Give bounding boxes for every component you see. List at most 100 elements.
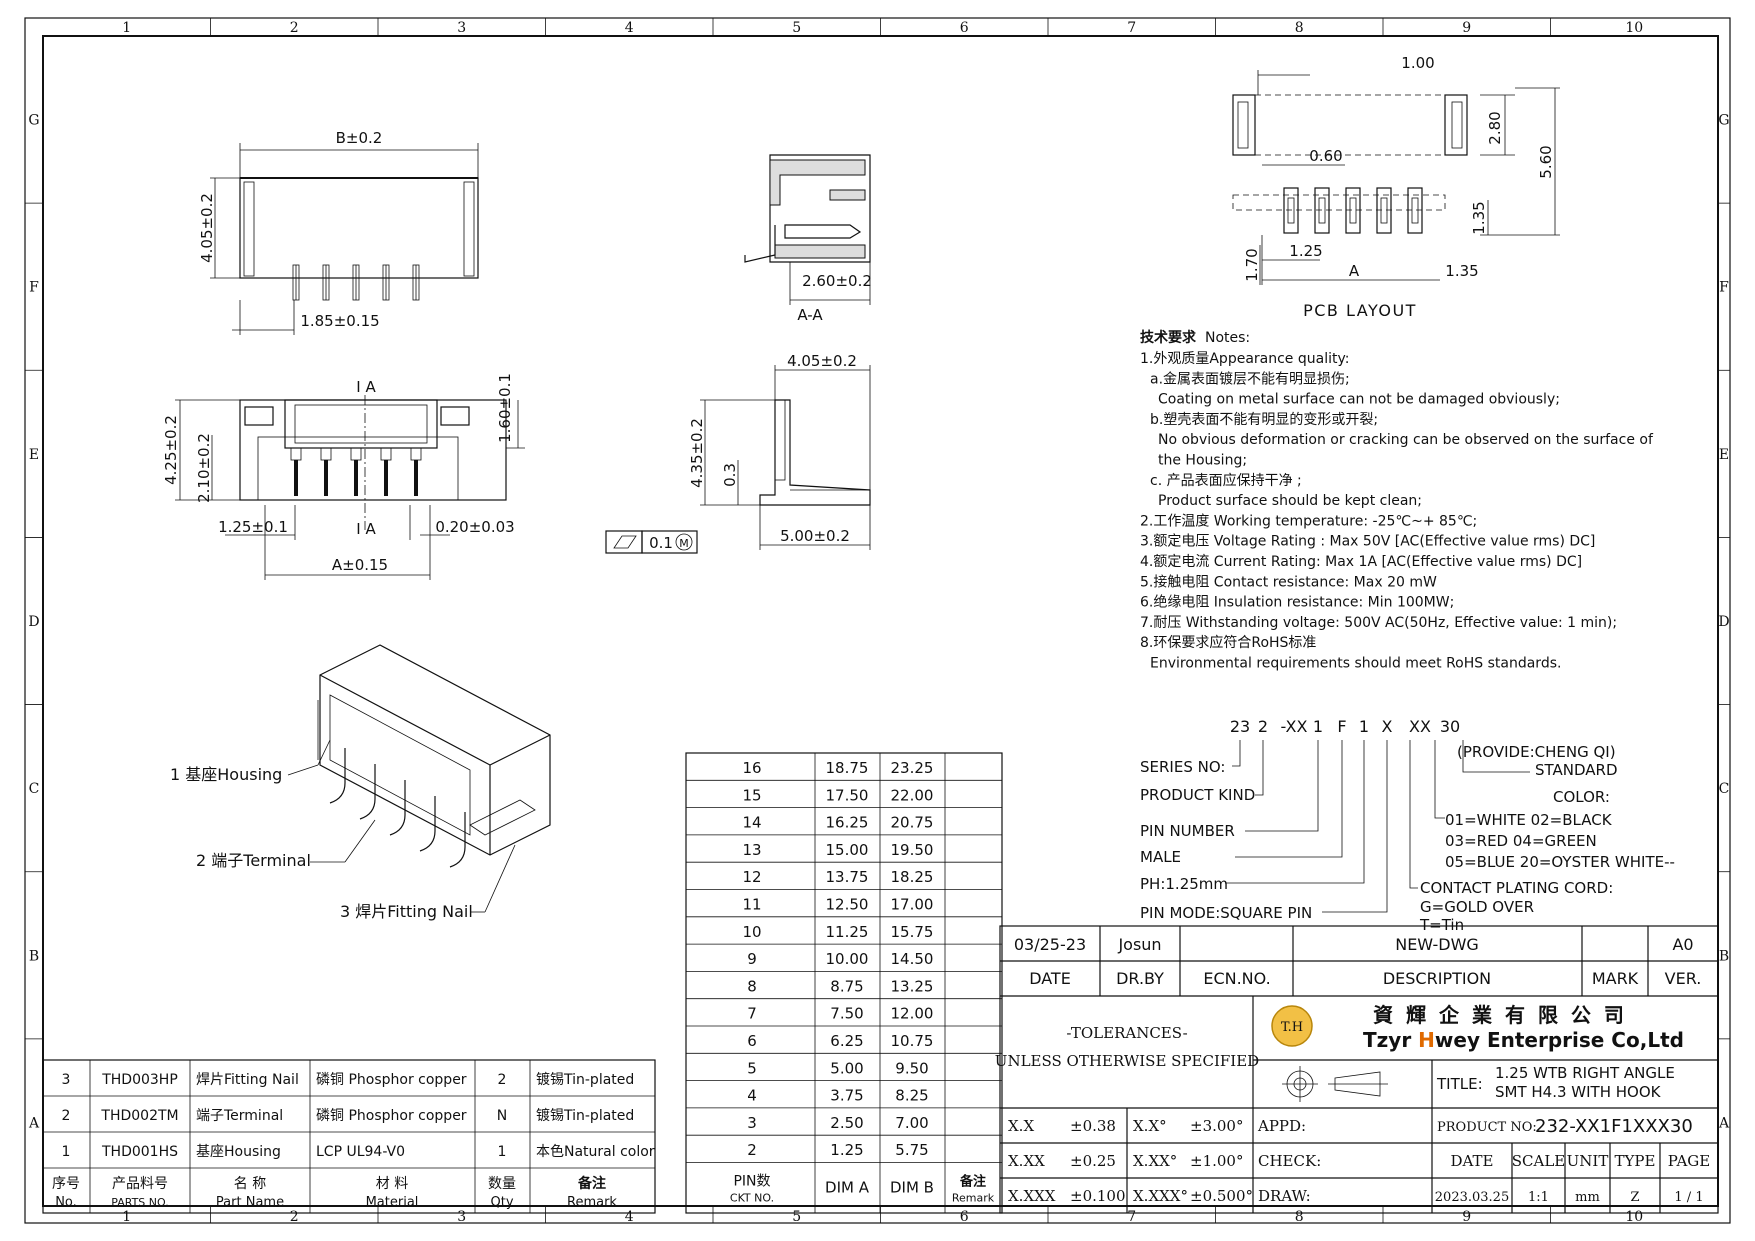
rev-description: NEW-DWG: [1395, 935, 1479, 954]
zone-row-left: B: [29, 948, 39, 964]
bom-cell: 磷铜 Phosphor copper: [316, 1072, 467, 1088]
outer-border: [24, 17, 1731, 1224]
dim-table-dim-a: 1.25: [830, 1141, 863, 1159]
bom-header-en: No.: [55, 1195, 77, 1210]
front-view: I A I A 4.25±0.2 2.10±0.2 1.60±0.1 1.25±…: [162, 373, 525, 580]
dim-table-pin: 13: [742, 841, 761, 859]
rev-header-date: DATE: [1029, 969, 1071, 988]
dim-table-dim-a: 3.75: [830, 1087, 863, 1105]
tolerance-modifier: M: [679, 537, 689, 550]
dim-table-pin: 7: [747, 1005, 757, 1023]
callout-terminal: 2 端子Terminal: [196, 851, 311, 870]
notes-line: 1.外观质量Appearance quality:: [1140, 351, 1349, 367]
bom-header-en: Qty: [490, 1195, 513, 1210]
dim-table-dim-a: 17.50: [826, 786, 869, 804]
company-name-en-1: Tzyr: [1363, 1028, 1418, 1052]
code-segment: 2: [1258, 717, 1268, 736]
title-line-1: 1.25 WTB RIGHT ANGLE: [1495, 1064, 1675, 1082]
isometric-view: 1 基座Housing 2 端子Terminal 3 焊片Fitting Nai…: [170, 644, 551, 921]
zone-col-top: 6: [960, 20, 969, 36]
dim-table-dim-b: 13.25: [891, 977, 934, 995]
dim-table-header-ckt: CKT NO.: [730, 1192, 774, 1205]
bom-header-cn: 名 称: [234, 1176, 266, 1192]
bom-cell: THD001HS: [101, 1144, 178, 1160]
iso-view-pin: [419, 796, 436, 852]
zone-col-bottom: 2: [290, 1209, 299, 1225]
dim-table-pin: 2: [747, 1141, 757, 1159]
dim-table-pin: 4: [747, 1087, 757, 1105]
dim-pad-length: 1.70: [1243, 248, 1261, 281]
notes-header-en: Notes:: [1205, 330, 1250, 346]
pcb-pad: [1283, 187, 1299, 234]
pcb-layout-title: PCB LAYOUT: [1303, 301, 1417, 320]
dim-table-header-dim-a: DIM A: [825, 1179, 870, 1197]
dim-table-dim-b: 18.25: [891, 868, 934, 886]
section-mark-top: I A: [356, 378, 376, 396]
pcb-pad-hole: [1411, 197, 1419, 224]
code-label-kind: PRODUCT KIND: [1140, 786, 1255, 804]
tol-linear-label: X.X: [1008, 1117, 1034, 1135]
code-plating-2: G=GOLD OVER: [1420, 898, 1534, 916]
zone-col-top: 3: [457, 20, 466, 36]
draw-label: DRAW:: [1258, 1187, 1311, 1205]
meta-value: 2023.03.25: [1435, 1190, 1509, 1205]
tol-angular-value: ±1.00°: [1190, 1152, 1243, 1170]
code-color-1: 01=WHITE 02=BLACK: [1445, 811, 1613, 829]
notes-line: 3.额定电压 Voltage Rating : Max 50V [AC(Effe…: [1140, 534, 1595, 550]
tol-angular-value: ±3.00°: [1190, 1117, 1243, 1135]
zone-col-top: 9: [1462, 20, 1471, 36]
title-label: TITLE:: [1436, 1075, 1483, 1093]
pcb-pad: [1314, 187, 1330, 234]
bom-cell: 焊片Fitting Nail: [196, 1072, 299, 1088]
zone-col-bottom: 10: [1625, 1209, 1643, 1225]
notes-line: 5.接触电阻 Contact resistance: Max 20 mW: [1140, 573, 1437, 590]
dim-pin-offset: 1.85±0.15: [300, 312, 379, 330]
dim-table-pin: 15: [742, 786, 761, 804]
bom-cell: 2: [498, 1072, 507, 1088]
pcb-pad: [1345, 187, 1361, 234]
dim-table-pin: 11: [742, 896, 761, 914]
dim-table-dim-b: 19.50: [891, 841, 934, 859]
zone-col-bottom: 5: [792, 1209, 801, 1225]
dim-table-dim-a: 2.50: [830, 1114, 863, 1132]
tol-angular-value: ±0.500°: [1190, 1187, 1253, 1205]
notes-line: 8.环保要求应符合RoHS标准: [1140, 634, 1316, 651]
zone-row-right: G: [1718, 113, 1729, 129]
projection-symbol-icon: [1282, 1066, 1388, 1102]
dim-table-dim-a: 13.75: [826, 868, 869, 886]
tolerances-title: -TOLERANCES-: [1066, 1024, 1187, 1042]
product-no-value: 232-XX1F1XXX30: [1535, 1116, 1693, 1137]
code-provide: (PROVIDE:CHENG QI): [1457, 743, 1616, 761]
dim-table-dim-b: 14.50: [891, 950, 934, 968]
code-label-pinmode: PIN MODE:SQUARE PIN: [1140, 904, 1312, 922]
zone-row-left: G: [28, 113, 39, 129]
dim-table-pin: 16: [742, 759, 761, 777]
dim-table-dim-a: 11.25: [826, 923, 869, 941]
notes-line: the Housing;: [1158, 453, 1247, 469]
dim-table-dim-b: 7.00: [895, 1114, 928, 1132]
dim-end-offset: 1.35: [1445, 262, 1478, 280]
dim-table-pin: 14: [742, 814, 761, 832]
front-view-pin: [414, 460, 418, 496]
zone-col-top: 1: [122, 20, 131, 36]
zone-row-left: D: [28, 614, 39, 630]
dim-table-dim-b: 12.00: [891, 1005, 934, 1023]
tol-linear-value: ±0.25: [1070, 1152, 1116, 1170]
zone-col-top: 7: [1127, 20, 1136, 36]
dim-table-pin: 8: [747, 977, 757, 995]
bom-header-cn: 备注: [577, 1175, 606, 1192]
notes-line: Environmental requirements should meet R…: [1150, 656, 1561, 672]
svg-text:Tzyr Hwey Enterprise Co,Ltd: Tzyr Hwey Enterprise Co,Ltd: [1363, 1028, 1684, 1052]
bom-cell: THD003HP: [101, 1072, 178, 1088]
dim-side-depth: 4.05±0.2: [787, 352, 857, 370]
zone-row-left: A: [28, 1115, 40, 1131]
meta-value: Z: [1630, 1190, 1639, 1205]
side-view: 4.05±0.2 4.35±0.2 0.3 5.00±0.2 0.1 M: [605, 352, 871, 554]
dim-thickness: 0.3: [721, 463, 739, 487]
iso-view-pin: [359, 764, 376, 820]
pcb-pad: [1407, 187, 1423, 234]
dim-table-dim-a: 10.00: [826, 950, 869, 968]
callout-housing: 1 基座Housing: [170, 765, 282, 784]
